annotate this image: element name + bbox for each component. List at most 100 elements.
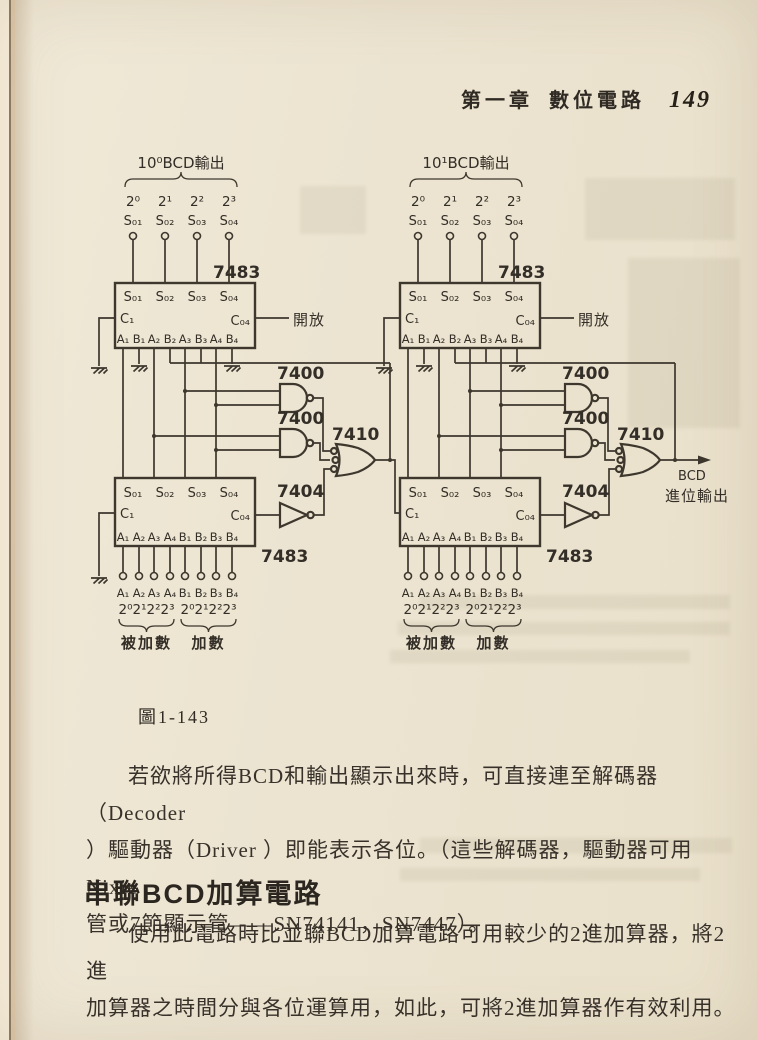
pin-label: B₁ <box>418 332 431 346</box>
chip-label-7410: 7410 <box>617 425 664 445</box>
triple-input-nand-gate <box>334 442 377 478</box>
inversion-bubble <box>614 464 624 474</box>
sum-terminal-label: S₀₁ <box>124 214 143 229</box>
bit-weight-label: 2¹ <box>443 194 457 210</box>
output-terminal <box>224 231 234 241</box>
input-pin-label: A₂ <box>133 586 145 600</box>
ground-symbol <box>90 577 109 585</box>
wire-net <box>98 240 391 576</box>
bit-weight-label: 2⁰ <box>126 194 140 210</box>
pin-label: A₃ <box>464 332 477 346</box>
pin-label: S₀₂ <box>441 486 460 501</box>
input-pin-label: B₂ <box>195 586 208 600</box>
inverter-gate <box>278 501 310 529</box>
pin-label: A₂ <box>433 332 445 346</box>
output-terminal <box>509 231 519 241</box>
output-group-label: 10¹BCD輸出 <box>422 154 509 172</box>
augend-brace <box>118 618 175 633</box>
input-bits-label: 2⁰2¹2²2³ <box>118 602 174 618</box>
chip-label-7483: 7483 <box>261 547 308 567</box>
input-pin-label: A₁ <box>402 586 414 600</box>
addend-brace <box>465 618 522 633</box>
paragraph-1: 若欲將所得BCD和輸出顯示出來時，可直接連至解碼器（Decoder ）驅動器（D… <box>86 758 744 943</box>
input-terminal <box>165 571 175 581</box>
pin-label: B₂ <box>195 530 208 544</box>
sum-terminal-label: S₀₂ <box>156 214 175 229</box>
pin-label: A₁ <box>402 332 414 346</box>
pin-label: B₁ <box>133 332 146 346</box>
section-heading: 串聯BCD加算電路 <box>84 879 323 909</box>
input-pin-label: A₃ <box>148 586 161 600</box>
brace <box>124 171 238 188</box>
binding-gutter <box>0 0 34 1040</box>
sum-terminal-label: S₀₄ <box>505 214 524 229</box>
carry-in-pin-label: C₁ <box>120 507 134 522</box>
augend-label: 被加數 <box>406 634 457 652</box>
addend-brace <box>180 618 237 633</box>
input-terminal <box>180 571 190 581</box>
nand-gate <box>278 382 309 414</box>
figure-caption: 圖1-143 <box>138 707 210 727</box>
page-header: 第一章 數位電路 149 <box>461 84 711 114</box>
input-terminal <box>481 571 491 581</box>
inversion-bubble <box>591 510 600 520</box>
input-terminal <box>211 571 221 581</box>
bit-weight-label: 2² <box>475 194 489 210</box>
junction-dot <box>183 389 187 393</box>
bcd-adder-circuit-diagram: 10⁰BCD輸出 2⁰ 2¹ 2² 2³ S₀₁ S₀₂ S₀₃ S₀₄ 748… <box>90 154 729 652</box>
chip-label-7483: 7483 <box>213 263 260 283</box>
brace <box>409 171 523 188</box>
pin-label: S₀₄ <box>220 290 239 305</box>
pin-label: B₂ <box>449 332 462 346</box>
pin-label: B₄ <box>511 530 524 544</box>
pin-label: S₀₃ <box>188 486 207 501</box>
pin-label: S₀₄ <box>505 290 524 305</box>
carry-out-pin-label: C₀₄ <box>516 509 536 524</box>
pin-label: A₂ <box>133 530 145 544</box>
carry-in-pin-label: C₁ <box>120 312 134 327</box>
sum-terminal-label: S₀₄ <box>220 214 239 229</box>
chapter-label: 第一章 <box>461 90 533 112</box>
carry-out-pin-label: C₀₄ <box>231 509 251 524</box>
input-terminal <box>465 571 475 581</box>
input-pin-label: A₄ <box>164 586 177 600</box>
pin-label: B₃ <box>210 530 223 544</box>
pin-label: A₄ <box>164 530 177 544</box>
pin-label: A₃ <box>148 530 161 544</box>
bit-weight-label: 2⁰ <box>411 194 425 210</box>
bit-weight-label: 2² <box>190 194 204 210</box>
input-terminal <box>118 571 128 581</box>
pin-label: B₄ <box>226 332 239 346</box>
input-pin-label: A₂ <box>418 586 430 600</box>
input-pin-label: B₁ <box>179 586 192 600</box>
ground-symbol <box>90 367 109 375</box>
augend-label: 被加數 <box>121 634 172 652</box>
output-terminal <box>160 231 170 241</box>
section-title-label: 數位電路 <box>549 90 645 112</box>
carry-out-pin-label: C₀₄ <box>231 314 251 329</box>
ground-symbol <box>223 365 242 373</box>
bcd-carry-label: 進位輸出 <box>665 487 729 505</box>
input-pin-label: A₁ <box>117 586 129 600</box>
output-terminal <box>128 231 138 241</box>
inter-digit-carry-wire <box>390 459 400 514</box>
input-terminal <box>149 571 159 581</box>
chip-label-7400: 7400 <box>277 409 324 429</box>
adder-chip-lower <box>113 476 257 548</box>
page-number: 149 <box>669 87 711 113</box>
adder-chip-upper <box>113 281 257 350</box>
pin-label: A₂ <box>418 530 430 544</box>
triple-input-nand-gate <box>619 442 662 478</box>
chip-label-7404: 7404 <box>277 482 324 502</box>
sum-terminal-label: S₀₃ <box>188 214 207 229</box>
pin-label: S₀₁ <box>124 486 143 501</box>
carry-out-pin-label: C₀₄ <box>516 314 536 329</box>
adder-chip-upper <box>398 281 542 350</box>
pin-label: A₁ <box>402 530 414 544</box>
wire-net <box>383 240 698 572</box>
bcd-carry-arrow <box>698 455 711 465</box>
sum-terminal-label: S₀₁ <box>409 214 428 229</box>
pin-label: A₁ <box>117 530 129 544</box>
output-group-label: 10⁰BCD輸出 <box>137 154 224 172</box>
pin-label: B₃ <box>480 332 493 346</box>
